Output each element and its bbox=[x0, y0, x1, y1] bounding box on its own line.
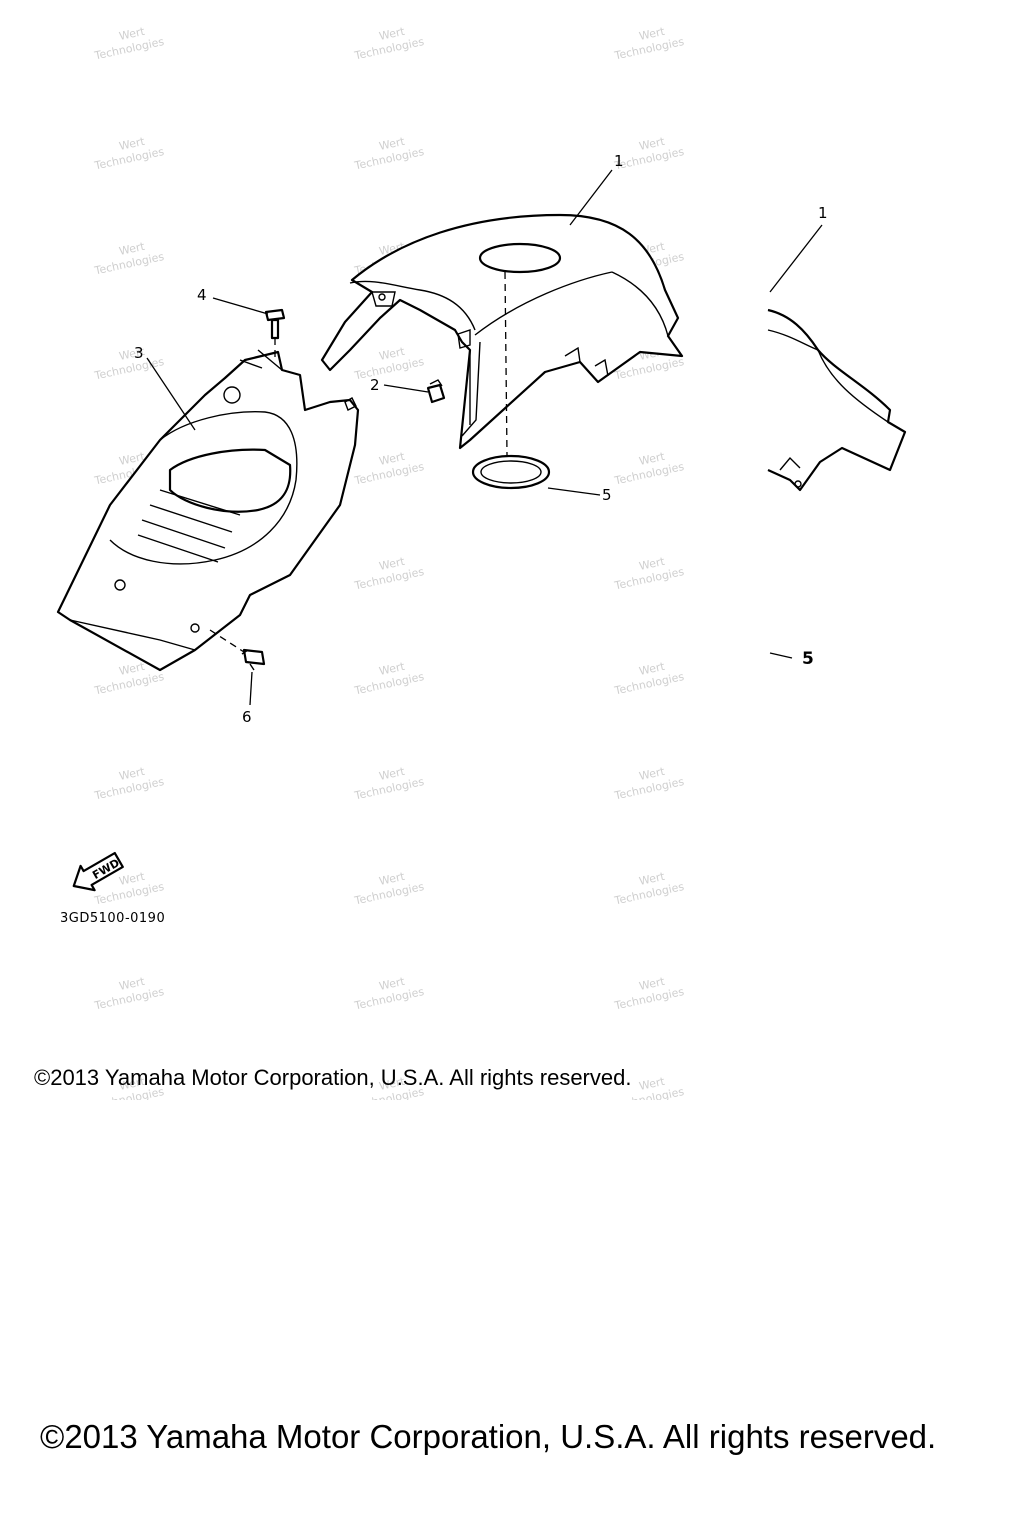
svg-text:Wert: Wert bbox=[638, 135, 667, 153]
svg-text:Wert: Wert bbox=[638, 555, 667, 573]
ring-part-5 bbox=[471, 454, 551, 490]
svg-text:Wert: Wert bbox=[378, 660, 407, 678]
callout-leaders bbox=[146, 169, 823, 706]
copyright-small: ©2013 Yamaha Motor Corporation, U.S.A. A… bbox=[34, 1065, 632, 1090]
svg-text:Wert: Wert bbox=[378, 765, 407, 783]
callout-6: 6 bbox=[242, 708, 252, 726]
callout-4: 4 bbox=[197, 286, 207, 304]
svg-text:Wert: Wert bbox=[378, 135, 407, 153]
svg-text:Wert: Wert bbox=[378, 975, 407, 993]
grommet-part-2 bbox=[426, 379, 446, 404]
svg-text:Wert: Wert bbox=[118, 345, 147, 363]
svg-text:Wert: Wert bbox=[638, 1075, 667, 1093]
inset-cover-part-1 bbox=[767, 308, 907, 492]
svg-text:Wert: Wert bbox=[378, 870, 407, 888]
svg-text:Wert: Wert bbox=[118, 1075, 147, 1093]
svg-text:Wert: Wert bbox=[638, 765, 667, 783]
svg-text:Wert: Wert bbox=[638, 870, 667, 888]
svg-text:Wert: Wert bbox=[638, 25, 667, 43]
parts-diagram: WertTechnologiesWertTechnologiesWertTech… bbox=[56, 25, 907, 1100]
svg-text:Wert: Wert bbox=[118, 25, 147, 43]
svg-text:Wert: Wert bbox=[378, 450, 407, 468]
callout-5-inset: 5 bbox=[802, 649, 814, 669]
svg-text:Wert: Wert bbox=[118, 870, 147, 888]
svg-text:Wert: Wert bbox=[118, 135, 147, 153]
side-cover-part-3 bbox=[56, 349, 360, 672]
svg-text:Wert: Wert bbox=[118, 240, 147, 258]
svg-text:Wert: Wert bbox=[638, 975, 667, 993]
callout-1-inset: 1 bbox=[818, 204, 828, 222]
part-code: 3GD5100-0190 bbox=[60, 911, 165, 926]
callout-3: 3 bbox=[134, 344, 144, 362]
svg-text:Wert: Wert bbox=[118, 975, 147, 993]
copyright-large: ©2013 Yamaha Motor Corporation, U.S.A. A… bbox=[40, 1418, 937, 1455]
screw-part-4 bbox=[264, 308, 286, 360]
svg-text:Wert: Wert bbox=[378, 555, 407, 573]
bolt-part-6 bbox=[209, 629, 266, 671]
svg-text:Wert: Wert bbox=[118, 765, 147, 783]
svg-text:Wert: Wert bbox=[118, 660, 147, 678]
tank-cover-part-1 bbox=[320, 213, 684, 456]
callout-5-main: 5 bbox=[602, 486, 612, 504]
callout-1-main: 1 bbox=[614, 152, 624, 170]
svg-text:Wert: Wert bbox=[378, 345, 407, 363]
svg-text:Wert: Wert bbox=[118, 450, 147, 468]
svg-text:Wert: Wert bbox=[378, 1075, 407, 1093]
svg-text:Wert: Wert bbox=[638, 660, 667, 678]
callout-2: 2 bbox=[370, 376, 380, 394]
svg-text:Wert: Wert bbox=[378, 25, 407, 43]
svg-text:Wert: Wert bbox=[638, 450, 667, 468]
